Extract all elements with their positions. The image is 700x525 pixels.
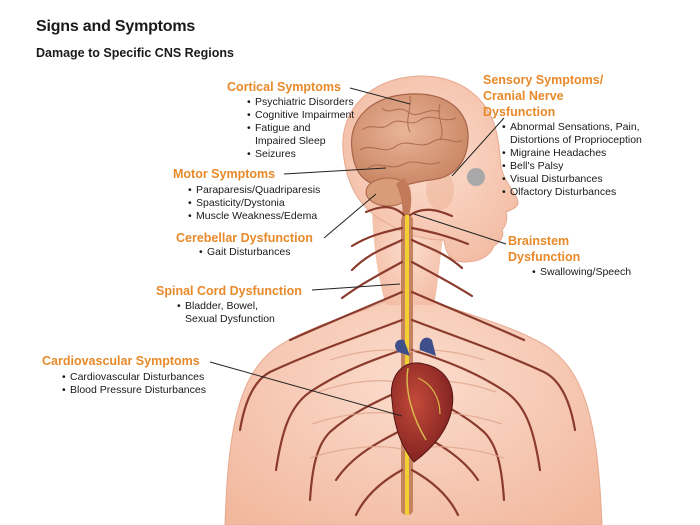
leader-cortical bbox=[349, 87, 411, 105]
list-item: Migraine Headaches bbox=[502, 147, 642, 160]
cerebellar-heading: Cerebellar Dysfunction bbox=[176, 231, 313, 245]
list-item: Swallowing/Speech bbox=[532, 266, 631, 279]
list-item: Distortions of Proprioception bbox=[510, 134, 642, 146]
list-item: Spasticity/Dystonia bbox=[188, 197, 320, 210]
leader-lines bbox=[209, 87, 507, 417]
sensory-group: Sensory Symptoms/ Cranial Nerve Dysfunct… bbox=[483, 72, 642, 199]
motor-group: Motor Symptoms Paraparesis/Quadriparesis… bbox=[173, 166, 320, 223]
list-item: Muscle Weakness/Edema bbox=[188, 210, 320, 223]
leader-cardio bbox=[209, 361, 403, 417]
cortical-list: Psychiatric Disorders Cognitive Impairme… bbox=[247, 96, 354, 161]
motor-list: Paraparesis/Quadriparesis Spasticity/Dys… bbox=[188, 184, 320, 223]
brain-folds bbox=[359, 95, 463, 169]
page-title: Signs and Symptoms bbox=[36, 18, 196, 35]
cardio-heading: Cardiovascular Symptoms bbox=[42, 354, 200, 368]
list-item: Cognitive Impairment bbox=[247, 109, 354, 122]
brainstem-heading-line: Dysfunction bbox=[508, 250, 581, 264]
list-item: Blood Pressure Disturbances bbox=[62, 384, 206, 397]
leader-spinal bbox=[311, 283, 401, 291]
spinal-list: Bladder, Bowel, Sexual Dysfunction bbox=[177, 300, 302, 326]
nerve-network bbox=[238, 206, 577, 517]
list-item: Psychiatric Disorders bbox=[247, 96, 354, 109]
sensory-heading-line: Dysfunction bbox=[483, 105, 556, 119]
cerebellar-list: Gait Disturbances bbox=[199, 246, 313, 259]
list-item: Olfactory Disturbances bbox=[502, 186, 642, 199]
spinal-group: Spinal Cord Dysfunction Bladder, Bowel, … bbox=[156, 283, 302, 326]
brainstem-icon bbox=[396, 178, 412, 220]
sensory-list: Abnormal Sensations, Pain, Distortions o… bbox=[502, 121, 642, 199]
page-subtitle: Damage to Specific CNS Regions bbox=[36, 46, 234, 60]
cardio-group: Cardiovascular Symptoms Cardiovascular D… bbox=[42, 353, 206, 397]
motor-heading: Motor Symptoms bbox=[173, 167, 276, 181]
leader-sensory bbox=[451, 117, 505, 177]
heart-icon bbox=[390, 337, 454, 463]
sensory-heading-line: Sensory Symptoms/ bbox=[483, 73, 604, 87]
list-item: Bladder, Bowel, bbox=[177, 300, 302, 313]
list-item: Bell's Palsy bbox=[502, 160, 642, 173]
list-item: Paraparesis/Quadriparesis bbox=[188, 184, 320, 197]
spinal-heading: Spinal Cord Dysfunction bbox=[156, 284, 302, 298]
list-item: Sexual Dysfunction bbox=[185, 313, 275, 325]
leader-cerebellar bbox=[323, 193, 377, 239]
list-item: Gait Disturbances bbox=[199, 246, 313, 259]
list-item: Cardiovascular Disturbances bbox=[62, 371, 206, 384]
list-item: Visual Disturbances bbox=[502, 173, 642, 186]
brainstem-group: Brainstem Dysfunction Swallowing/Speech bbox=[508, 233, 631, 279]
eye-icon bbox=[467, 168, 485, 186]
brainstem-list: Swallowing/Speech bbox=[532, 266, 631, 279]
list-item: Impaired Sleep bbox=[255, 135, 326, 147]
list-item: Abnormal Sensations, Pain, bbox=[502, 121, 642, 134]
leader-motor bbox=[283, 167, 387, 175]
list-item: Fatigue and bbox=[247, 122, 354, 135]
leader-brainstem bbox=[413, 213, 507, 245]
cerebellar-group: Cerebellar Dysfunction Gait Disturbances bbox=[176, 230, 313, 259]
cortical-heading: Cortical Symptoms bbox=[227, 80, 341, 94]
sensory-heading-line: Cranial Nerve bbox=[483, 89, 564, 103]
cortical-group: Cortical Symptoms Psychiatric Disorders … bbox=[227, 79, 354, 161]
cardio-list: Cardiovascular Disturbances Blood Pressu… bbox=[62, 371, 206, 397]
brainstem-heading-line: Brainstem bbox=[508, 234, 570, 248]
list-item: Seizures bbox=[247, 148, 354, 161]
